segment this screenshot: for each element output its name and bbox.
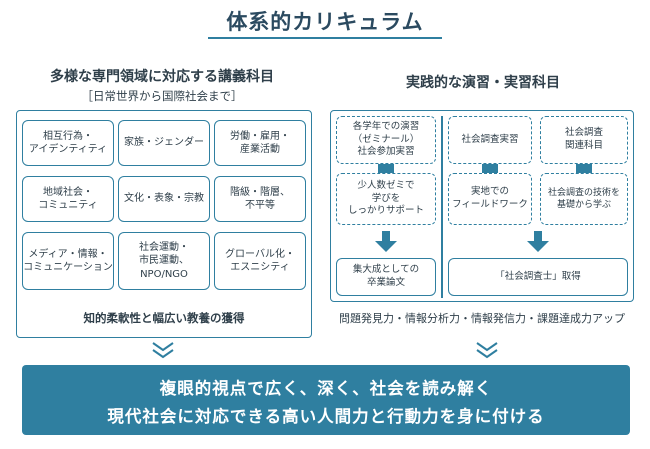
right-footer: 問題発見力・情報分析力・情報発信力・課題達成力アップ: [339, 312, 625, 325]
thesis-box: 集大成としての 卒業論文: [336, 258, 436, 296]
small-seminar-box: 少人数ゼミで 学びを しっかりサポート: [336, 173, 436, 225]
lecture-cell: メディア・情報・ コミュニケーション: [22, 232, 114, 290]
certification-box: 「社会調査士」取得: [448, 258, 628, 296]
lecture-cell: 階級・階層、 不平等: [214, 176, 306, 222]
lecture-cell: 相互行為・ アイデンティティ: [22, 120, 114, 166]
connector-bar: [482, 164, 498, 173]
seminar-box: 各学年での演習 （ゼミナール） 社会参加実習: [336, 116, 436, 164]
left-subheading: ［日常世界から国際社会まで］: [81, 89, 243, 103]
lecture-frame: [16, 110, 312, 338]
lecture-cell: グローバル化・ エスニシティ: [214, 232, 306, 290]
survey-skills-box: 社会調査の技術を 基礎から学ぶ: [540, 173, 628, 225]
left-footer: 知的柔軟性と幅広い教養の獲得: [83, 311, 245, 325]
page-title: 体系的カリキュラム: [226, 10, 424, 34]
survey-related-box: 社会調査 関連科目: [540, 116, 628, 164]
fieldwork-box: 実地での フィールドワーク: [448, 173, 532, 225]
lecture-cell: 社会運動・ 市民運動、 NPO/NGO: [118, 232, 210, 290]
practice-divider: [441, 116, 443, 298]
connector-bar: [378, 164, 394, 173]
summary-banner: [22, 365, 630, 435]
practice-frame: [330, 110, 634, 302]
lecture-cell: 家族・ジェンダー: [118, 120, 210, 166]
down-arrow-icon: [527, 231, 549, 252]
banner-line-1: 複眼的視点で広く、深く、社会を読み解く: [159, 379, 493, 398]
lecture-cell: 文化・表象・宗教: [118, 176, 210, 222]
banner-line-2: 現代社会に対応できる高い人間力と行動力を身に付ける: [107, 407, 545, 426]
down-chevron-icon: [476, 342, 498, 359]
left-heading: 多様な専門領域に対応する講義科目: [50, 69, 274, 85]
down-arrow-icon: [375, 231, 397, 252]
survey-practice-box: 社会調査実習: [448, 116, 532, 164]
lecture-cell: 労働・雇用・ 産業活動: [214, 120, 306, 166]
connector-bar: [576, 164, 592, 173]
down-chevron-icon: [152, 342, 174, 359]
right-heading: 実践的な演習・実習科目: [406, 75, 560, 91]
title-underline: [208, 37, 442, 39]
lecture-cell: 地域社会・ コミュニティ: [22, 176, 114, 222]
